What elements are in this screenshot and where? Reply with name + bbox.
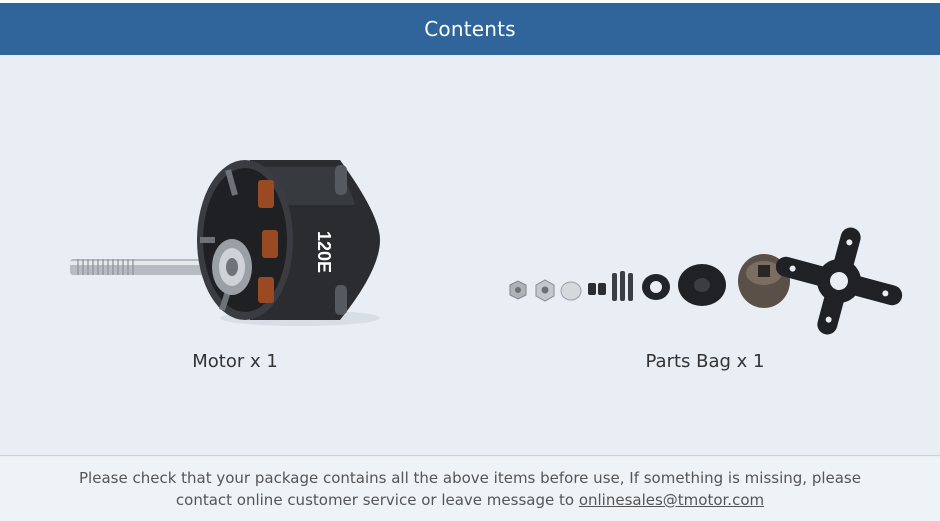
- contents-gallery: 120E Motor x 1: [0, 55, 940, 455]
- footer-message: Please check that your package contains …: [79, 469, 861, 509]
- motor-image: 120E: [70, 160, 380, 326]
- section-header: Contents: [0, 3, 940, 55]
- support-email-link[interactable]: onlinesales@tmotor.com: [578, 491, 765, 509]
- item-card-parts-bag: Parts Bag x 1: [470, 55, 940, 455]
- parts-bag-image: [509, 227, 903, 335]
- footer-note: Please check that your package contains …: [0, 457, 940, 521]
- footer-divider: [0, 455, 940, 456]
- top-border: [0, 0, 940, 3]
- item-label-parts-bag: Parts Bag x 1: [645, 351, 765, 372]
- item-card-motor: 120E Motor x 1: [0, 55, 470, 455]
- item-label-motor: Motor x 1: [192, 351, 278, 372]
- section-title: Contents: [424, 17, 516, 41]
- footer-text-block: Please check that your package contains …: [60, 467, 880, 511]
- motor-engraving: 120E: [314, 231, 334, 273]
